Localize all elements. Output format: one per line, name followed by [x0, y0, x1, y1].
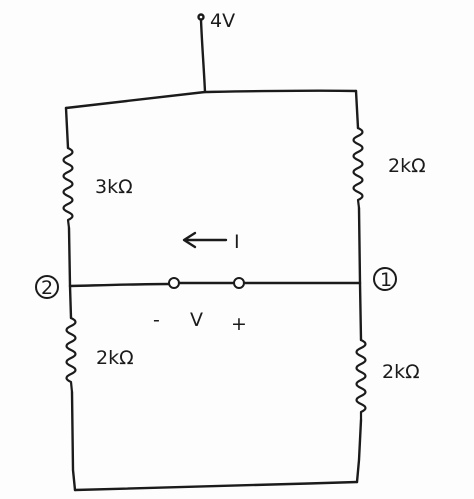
resistor-bottom-left [65, 316, 77, 394]
left-lower-wire-lower [70, 390, 77, 492]
voltage-minus: - [153, 309, 160, 331]
left-lower-wire [68, 284, 73, 320]
right-lower-wire [358, 281, 363, 342]
top-wire [64, 89, 358, 110]
supply-terminal [197, 13, 207, 94]
supply-label: 4V [210, 10, 235, 32]
node-left-marker: 2 [35, 275, 59, 299]
middle-wire-left [68, 282, 171, 288]
node-right-marker: 1 [373, 267, 397, 291]
resistor-top-left-label: 3kΩ [95, 176, 133, 198]
current-label: I [234, 231, 240, 253]
bottom-wire [73, 480, 359, 492]
voltage-plus: + [231, 313, 247, 335]
resistor-top-left [62, 146, 74, 230]
current-arrow-icon [182, 231, 228, 249]
node-left-label: 2 [41, 277, 53, 299]
resistor-top-right-label: 2kΩ [388, 155, 426, 177]
terminal-right [233, 277, 245, 289]
left-upper-wire-lower [67, 226, 72, 288]
voltage-symbol: V [190, 309, 203, 331]
resistor-top-right [352, 126, 364, 210]
resistor-bottom-right-label: 2kΩ [382, 361, 420, 383]
resistor-bottom-right [355, 338, 367, 422]
left-upper-wire [64, 106, 70, 150]
node-right-label: 1 [380, 269, 392, 291]
terminal-left [168, 277, 180, 289]
right-lower-wire-lower [355, 418, 363, 484]
right-upper-wire [354, 89, 360, 130]
right-upper-wire-lower [357, 206, 362, 285]
resistor-bottom-left-label: 2kΩ [96, 347, 134, 369]
